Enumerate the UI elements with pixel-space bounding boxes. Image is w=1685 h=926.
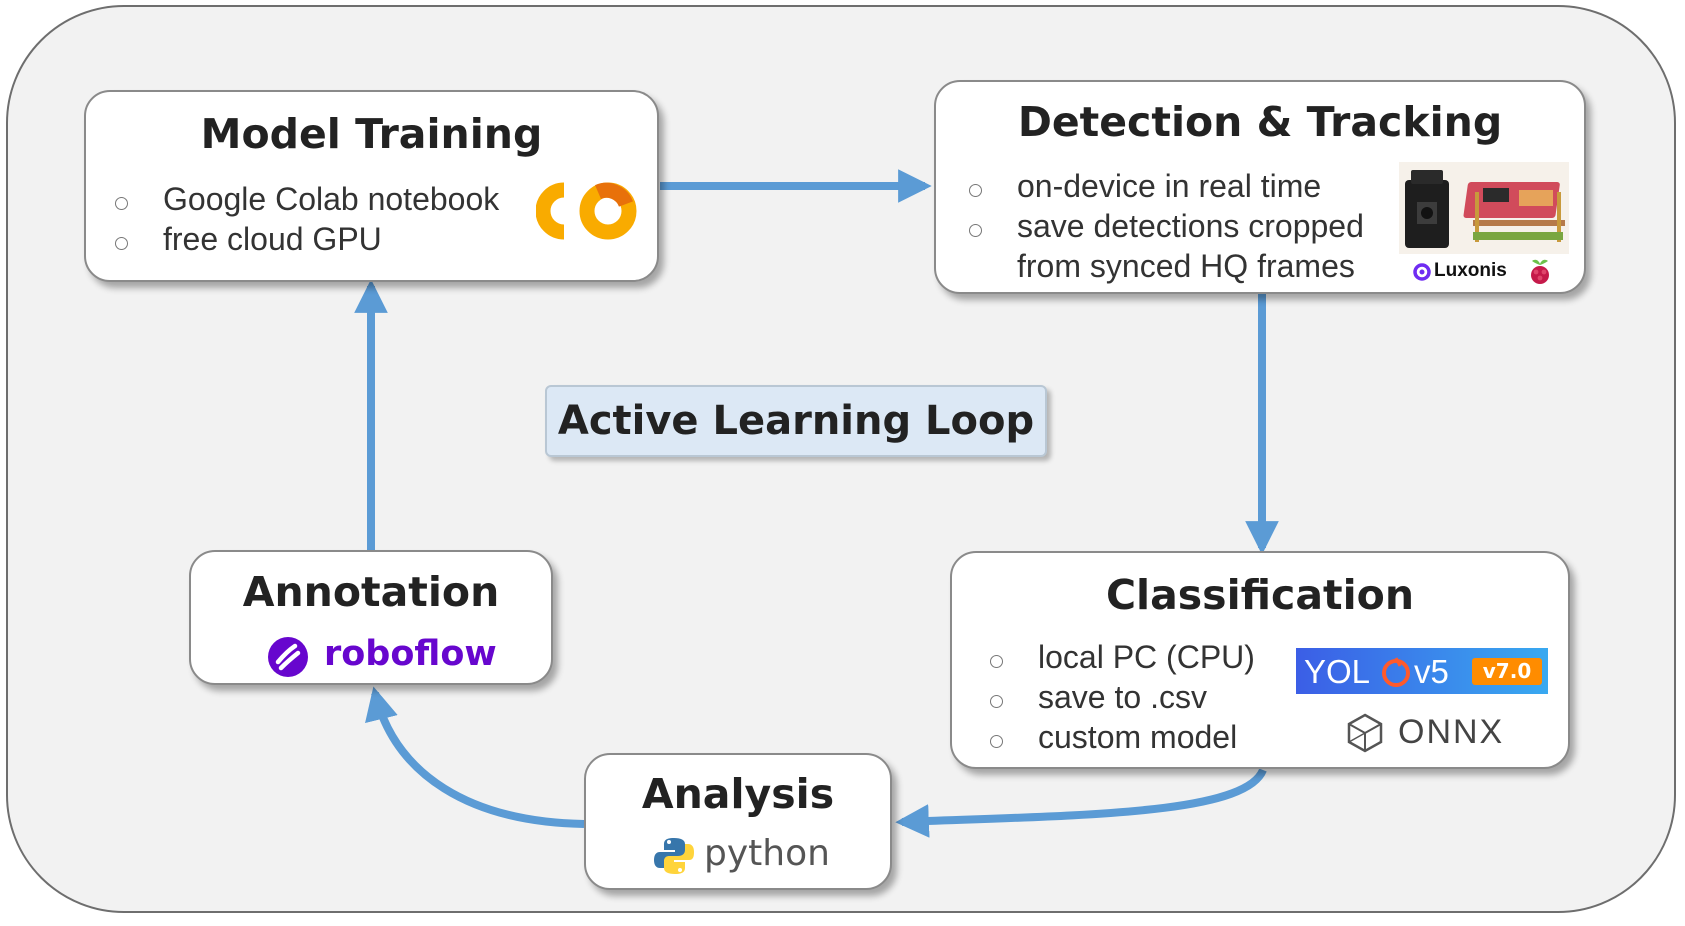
roboflow-logo-text: roboflow bbox=[324, 634, 497, 674]
luxonis-logo: Luxonis bbox=[1434, 260, 1507, 281]
raspberry-pi-logo bbox=[1531, 259, 1549, 284]
python-logo-text: python bbox=[704, 833, 830, 874]
bullet-continuation: from synced HQ frames bbox=[1017, 248, 1355, 284]
model-training-bullets: Google Colab notebook free cloud GPU bbox=[115, 179, 499, 259]
colab-logo bbox=[536, 182, 637, 240]
yolo-text: YOL bbox=[1304, 653, 1371, 690]
bullet-item: free cloud GPU bbox=[115, 219, 499, 259]
classification-title: Classification bbox=[1105, 571, 1415, 619]
camera-hardware-photo bbox=[1399, 162, 1569, 254]
analysis-box: Analysis python bbox=[584, 753, 892, 890]
yolo-o-icon bbox=[1382, 657, 1410, 687]
detection-tracking-box: Detection & Tracking on-device in real t… bbox=[934, 80, 1586, 294]
bullet-item: save detections cropped bbox=[969, 206, 1364, 246]
yolo-v5-text: v5 bbox=[1414, 653, 1449, 690]
model-training-box: Model Training Google Colab notebook fre… bbox=[84, 90, 659, 282]
classification-box: Classification local PC (CPU) save to .c… bbox=[950, 551, 1570, 769]
active-learning-loop-label: Active Learning Loop bbox=[545, 385, 1047, 457]
bullet-item: Google Colab notebook bbox=[115, 179, 499, 219]
analysis-title: Analysis bbox=[641, 770, 835, 818]
arrow-analysis-to-annotation bbox=[365, 686, 585, 828]
onnx-icon bbox=[1347, 713, 1383, 753]
bullet-item: save to .csv bbox=[990, 677, 1255, 717]
onnx-logo-text: ONNX bbox=[1398, 713, 1505, 751]
arrow-classification-to-analysis bbox=[895, 768, 1267, 838]
roboflow-logo bbox=[268, 637, 308, 677]
classification-bullets: local PC (CPU) save to .csv custom model bbox=[990, 637, 1255, 757]
detection-tracking-bullets: on-device in real time save detections c… bbox=[969, 166, 1364, 286]
detection-tracking-title: Detection & Tracking bbox=[1017, 98, 1503, 146]
yolov5-logo: YOL v5 v7.0 bbox=[1296, 648, 1548, 694]
bullet-item: local PC (CPU) bbox=[990, 637, 1255, 677]
bullet-item: on-device in real time bbox=[969, 166, 1364, 206]
yolo-version-badge: v7.0 bbox=[1472, 658, 1542, 685]
annotation-box: Annotation roboflow bbox=[189, 550, 553, 685]
bullet-item: custom model bbox=[990, 717, 1255, 757]
model-training-title: Model Training bbox=[200, 110, 543, 158]
luxonis-icon bbox=[1413, 263, 1431, 281]
annotation-title: Annotation bbox=[242, 568, 500, 616]
python-logo bbox=[654, 838, 694, 874]
